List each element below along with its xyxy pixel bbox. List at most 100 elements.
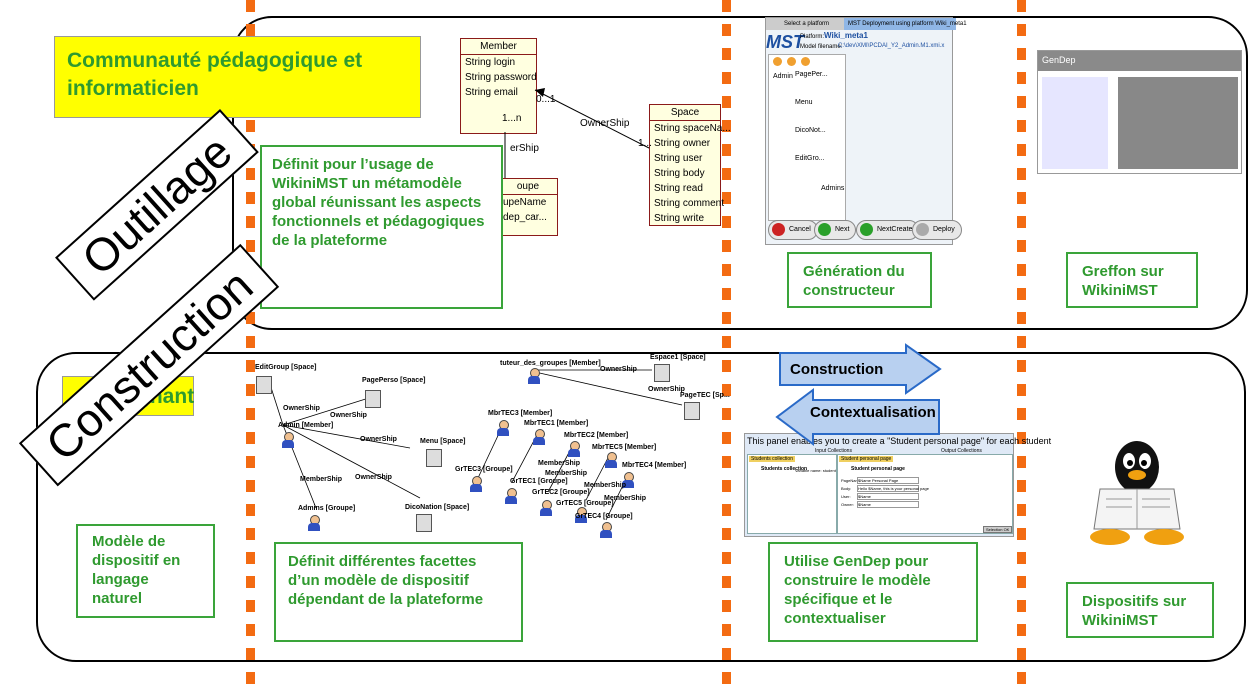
panel-page-label: Student personal page (851, 466, 905, 472)
mst-cancel-button[interactable]: Cancel (768, 220, 818, 240)
panel-students-label: Students collection (761, 466, 808, 472)
panel-field-value[interactable]: $Name (857, 501, 919, 508)
mst-next-button[interactable]: Next (814, 220, 857, 240)
facet2-edge-label: MemberShip (545, 470, 588, 477)
facet2-node: GrTEC4 [Groupe] (575, 513, 633, 520)
mst-deploy-button[interactable]: Deploy (912, 220, 962, 240)
gendep-title-bar (1038, 51, 1241, 71)
group-icon (470, 476, 482, 492)
uml-label-mult-0: 0...1 (536, 94, 556, 105)
facet2-node: tuteur_des_groupes [Member] (500, 360, 601, 367)
mst-tab-deploy[interactable]: MST Deployment using platform Wiki_meta1 (844, 18, 967, 30)
uml-space-attr: String owner (654, 138, 711, 149)
uml-groupe-class: oupe upeName dep_car... (498, 178, 558, 236)
greffon-description: Greffon sur WikiniMST (1066, 252, 1198, 308)
uml-space-name: Space (650, 105, 720, 121)
facet1-node: Admins [Groupe] (298, 505, 356, 512)
mst-nav-icon[interactable] (787, 57, 796, 66)
panel-field-value[interactable]: Hello $Name, this is your personal page (857, 485, 929, 492)
facet1-node: Menu [Space] (420, 438, 466, 445)
uml-label-ownership: OwnerShip (580, 118, 630, 129)
group-icon (540, 500, 552, 516)
tux-penguin-reading-image (1090, 441, 1184, 545)
uml-label-mult-n: 1...n (502, 113, 522, 124)
panel-input-box (747, 454, 837, 534)
space-icon (654, 364, 670, 382)
uml-member-name: Member (461, 39, 536, 55)
uml-associations (504, 88, 650, 178)
facet2-node: MbrTEC5 [Member] (592, 444, 657, 451)
member-icon (605, 452, 617, 468)
contextualisation-arrow-label: Contextualisation (810, 404, 936, 421)
panel-field-value[interactable]: $Name Personal Page (857, 477, 919, 484)
community-header: Communauté pédagogique et informaticien (54, 36, 421, 118)
uml-groupe-attr: dep_car... (503, 212, 547, 223)
panel-field-value[interactable]: $Name (857, 493, 919, 500)
facet1-node: PagePerso [Space] (362, 377, 426, 384)
mst-tree-node[interactable]: Admins (821, 185, 845, 192)
mst-model-value: C:\dev\XMI\PCDAI_Y2_Admin.M1.xmi.x (838, 43, 945, 49)
space-icon (684, 402, 700, 420)
gendep-title: GenDep (1042, 55, 1076, 65)
mst-tree-node[interactable]: PagePer... (795, 71, 828, 78)
mst-tree-node[interactable]: EditGro... (795, 155, 825, 162)
panel-students-tab[interactable]: Students collection (749, 456, 795, 462)
uml-member-attr: String password (465, 72, 537, 83)
contextualisation-arrow (775, 388, 940, 446)
facet2-edge-label: OwnerShip (600, 366, 637, 373)
space-icon (256, 376, 272, 394)
panel-heading: This panel enables you to create a "Stud… (747, 436, 1052, 446)
gendep-content-panel (1118, 77, 1238, 169)
mst-tree-panel: Admin PagePer... Menu DicoNot... EditGro… (768, 54, 846, 221)
uml-groupe-name: oupe (499, 179, 557, 195)
facet1-edge-label: MemberShip (300, 476, 343, 483)
facet2-edge-label: OwnerShip (648, 386, 685, 393)
member-icon (533, 429, 545, 445)
dispositifs-description: Dispositifs sur WikiniMST (1066, 582, 1214, 638)
construction-arrow-label: Construction (790, 361, 884, 378)
uml-member-attr: String email (465, 87, 518, 98)
mst-tab-select[interactable]: Select a platform (766, 18, 860, 30)
mst-nav-icon[interactable] (773, 57, 782, 66)
member-icon (528, 368, 540, 384)
space-icon (365, 390, 381, 408)
facet2-node: MbrTEC1 [Member] (524, 420, 589, 427)
facet2-node: GrTEC2 [Groupe] (532, 489, 590, 496)
separator-3-front (1017, 0, 1026, 695)
mst-logo: MST (766, 32, 804, 52)
facet1-edge-label: OwnerShip (283, 405, 320, 412)
separator-1-front (246, 0, 255, 695)
mst-tree-node[interactable]: Admin (773, 73, 793, 80)
facets-description: Définit différentes facettes d’un modèle… (274, 542, 523, 642)
group-icon (575, 507, 587, 523)
group-icon (505, 488, 517, 504)
separator-2-front (722, 0, 731, 695)
uml-groupe-attr: upeName (503, 197, 547, 208)
metamodel-description: Définit pour l’usage de WikiniMST un mét… (260, 145, 503, 309)
group-icon (600, 522, 612, 538)
student-panel-screenshot: This panel enables you to create a "Stud… (744, 433, 1051, 537)
construction-arrow (779, 343, 942, 395)
space-icon (426, 449, 442, 467)
facet2-node: MbrTEC3 [Member] (488, 410, 553, 417)
panel-field-label: PageName: (841, 478, 863, 483)
space-icon (416, 514, 432, 532)
panel-output-title: Output Collections (941, 448, 982, 454)
mst-tree-node[interactable]: DicoNot... (795, 127, 826, 134)
facet1-edge-label: OwnerShip (360, 436, 397, 443)
facet2-node: MbrTEC4 [Member] (622, 462, 687, 469)
panel-selection-button[interactable]: Selection OK (983, 526, 1013, 533)
mst-tree-node[interactable]: Menu (795, 99, 813, 106)
uml-space-attr: String spaceNa... (654, 123, 731, 134)
member-icon (568, 441, 580, 457)
uml-space-attr: String write (654, 213, 705, 224)
panel-field-label: Owner: (841, 502, 854, 507)
mst-nav-icon[interactable] (801, 57, 810, 66)
facet2-node: GrTEC5 [Groupe] (556, 500, 614, 507)
natural-language-model-description: Modèle de dispositif en langage naturel (76, 524, 215, 618)
facet2-edge-label: MemberShip (604, 495, 647, 502)
uml-space-attr: String user (654, 153, 703, 164)
facet1-node: DicoNation [Space] (405, 504, 470, 511)
uml-space-attr: String body (654, 168, 705, 179)
panel-page-tab[interactable]: Student personal page (839, 456, 894, 462)
